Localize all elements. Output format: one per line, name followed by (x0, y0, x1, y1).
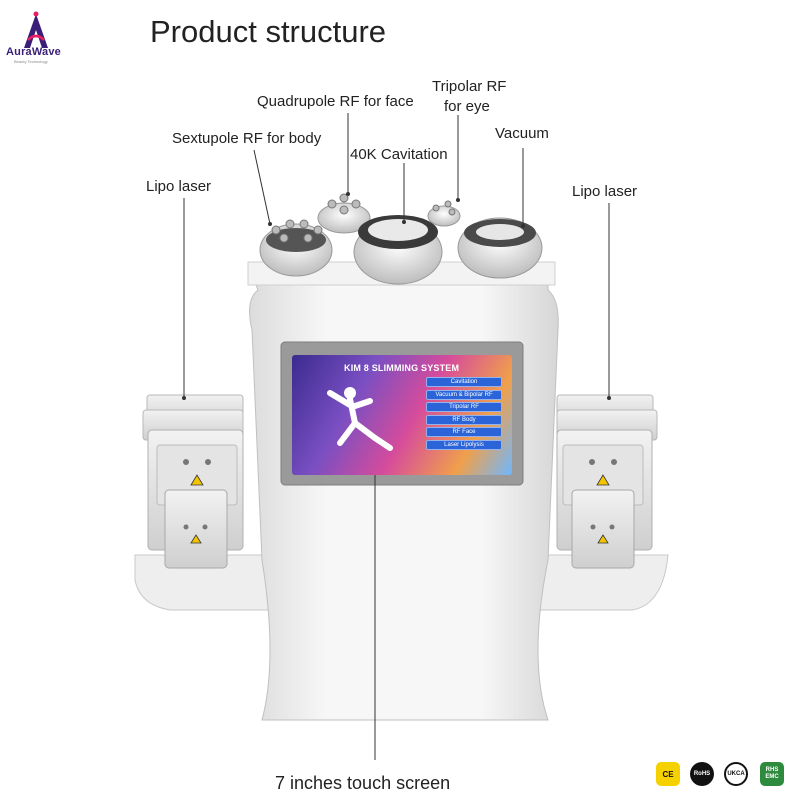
callout-sextupole-rf: Sextupole RF for body (172, 130, 322, 147)
screen-menu: Cavitation Vacuum & Bipolar RF Tripolar … (426, 377, 502, 452)
ukca-cert-icon: UKCA (724, 762, 748, 786)
callout-touch-screen: 7 inches touch screen (275, 773, 451, 793)
rohs-cert-icon: RoHS (690, 762, 714, 786)
callout-tripolar-rf-line2: for eye (444, 98, 490, 115)
touch-screen[interactable]: KIM 8 SLIMMING SYSTEM Cavitation Vacuum … (292, 355, 512, 475)
screen-title: KIM 8 SLIMMING SYSTEM (344, 363, 460, 373)
menu-item-tripolar-rf[interactable]: Tripolar RF (426, 402, 502, 412)
callout-lipo-laser-left: Lipo laser (146, 178, 212, 195)
dancer-figure-image (327, 387, 393, 451)
menu-item-rf-face[interactable]: RF Face (426, 427, 502, 437)
callout-lipo-laser-right: Lipo laser (572, 183, 638, 200)
rhs-emc-cert-icon: RHS EMC (760, 762, 784, 786)
aurawave-logo (24, 11, 48, 48)
callout-quadrupole-rf: Quadrupole RF for face (257, 93, 414, 110)
callout-tripolar-rf-line1: Tripolar RF (432, 78, 507, 95)
menu-item-vacuum-bipolar-rf[interactable]: Vacuum & Bipolar RF (426, 389, 502, 400)
menu-item-cavitation[interactable]: Cavitation (426, 377, 502, 387)
callout-vacuum: Vacuum (495, 125, 549, 142)
menu-item-laser-lipolysis[interactable]: Laser Lipolysis (426, 439, 502, 450)
page-title: Product structure (150, 14, 387, 49)
ce-cert-icon: CE (656, 762, 680, 786)
callout-40k-cavitation: 40K Cavitation (350, 146, 448, 163)
brand-name: AuraWave (6, 46, 61, 58)
brand-tagline: Beauty Technology (14, 59, 48, 64)
menu-item-rf-body[interactable]: RF Body (426, 414, 502, 425)
